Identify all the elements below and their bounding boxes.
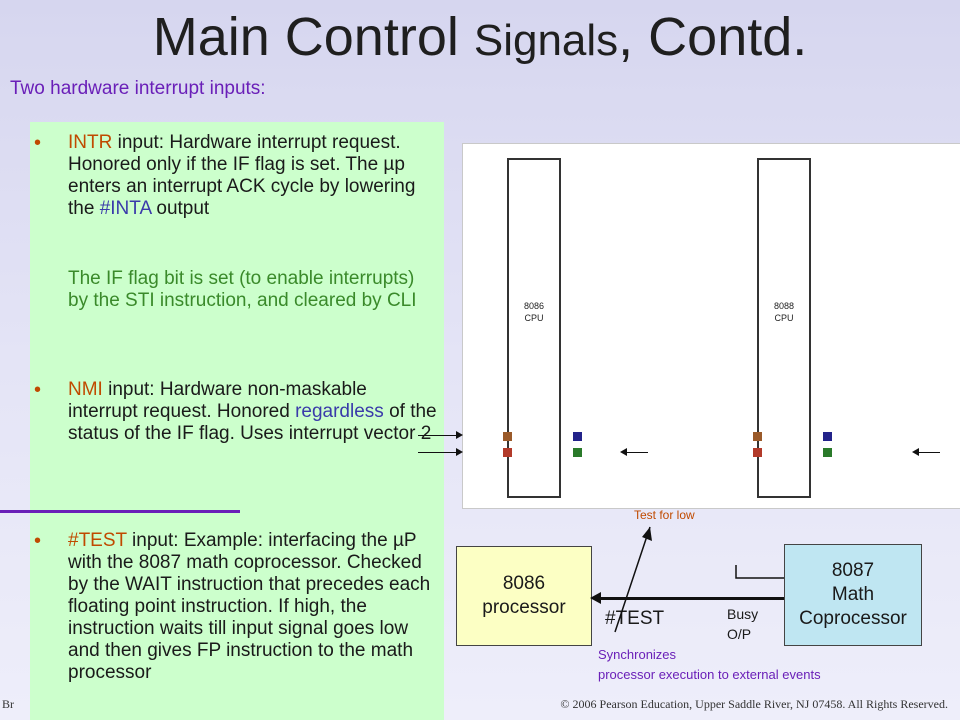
- bullet-dot: •: [34, 379, 42, 401]
- busy-signal-arrowhead: [590, 592, 601, 604]
- busy-connector: [735, 565, 784, 579]
- chip-8088: 8088 CPU: [757, 158, 811, 498]
- test-arrow-8088-head: [912, 448, 919, 456]
- nmi-name: NMI: [68, 379, 103, 400]
- chip-8086-label: 8086 CPU: [509, 300, 559, 324]
- busy-line2: O/P: [727, 626, 752, 642]
- proc-8086-line2: processor: [482, 597, 566, 618]
- intr-text-1: input: Hardware interrupt request. Honor…: [68, 132, 401, 175]
- bullet-test-text: #TEST input: Example: interfacing the µP…: [68, 530, 438, 684]
- intr-marker-8086: [503, 448, 512, 457]
- intr-arrow-head: [456, 448, 463, 456]
- title-part-main: Main Control: [152, 7, 474, 67]
- test-for-low-pointer-head: [642, 527, 652, 541]
- chip-8086-name: 8086: [523, 301, 545, 311]
- proc-8087-line2: Math: [831, 584, 875, 605]
- test-arrow-8086-head: [620, 448, 627, 456]
- test-text-2: P with the 8087 math coprocessor. Checke…: [68, 530, 431, 683]
- busy-line1: Busy: [727, 606, 759, 622]
- sync-line1: Synchronizes: [598, 647, 677, 662]
- bullet-nmi-text: NMI input: Hardware non-maskable interru…: [68, 379, 438, 445]
- chip-8088-label: 8088 CPU: [759, 300, 809, 324]
- slide-title: Main Control Signals, Contd.: [0, 6, 960, 68]
- test-signal-label: #TEST: [605, 608, 665, 629]
- inta-marker-8088: [823, 432, 832, 441]
- nmi-marker-8086: [503, 432, 512, 441]
- footer-left: Br: [2, 697, 14, 711]
- nmi-text-2: of the status of the IF flag. Uses inter…: [68, 401, 437, 444]
- intr-name: INTR: [68, 132, 113, 153]
- sync-caption: Synchronizes processor execution to exte…: [598, 645, 821, 685]
- bullet-intr-text: INTR input: Hardware interrupt request. …: [68, 132, 438, 220]
- busy-output-label: Busy O/P: [727, 604, 758, 644]
- test-name: #TEST: [68, 530, 127, 551]
- proc-8086-line1: 8086: [502, 573, 546, 594]
- chip-8088-name: 8088: [773, 301, 795, 311]
- nmi-arrow: [418, 435, 460, 436]
- mu-symbol: µ: [392, 530, 404, 551]
- coprocessor-8087-box: 8087 Math Coprocessor: [784, 544, 922, 646]
- intr-arrow: [418, 452, 460, 453]
- section-divider: [0, 510, 240, 513]
- proc-8087-line1: 8087: [831, 560, 875, 581]
- pinout-diagram: 8086 CPU 8088 CPU: [462, 143, 960, 509]
- intr-marker-8088: [753, 448, 762, 457]
- sync-line2: processor execution to external events: [598, 667, 821, 682]
- title-part-contd: , Contd.: [618, 7, 808, 67]
- test-for-low-label: Test for low: [634, 508, 695, 522]
- busy-signal-line: [600, 597, 784, 600]
- slide-subtitle: Two hardware interrupt inputs:: [10, 78, 266, 99]
- intr-text-2: p enters an interrupt ACK cycle by lower…: [68, 154, 416, 219]
- chip-8088-sub: CPU: [774, 313, 794, 323]
- test-text-1: input: Example: interfacing the: [126, 530, 393, 551]
- bullet-dot: •: [34, 530, 42, 552]
- nmi-arrow-head: [456, 431, 463, 439]
- if-note-text: The IF flag bit is set (to enable interr…: [68, 268, 417, 311]
- test-arrow-8086: [626, 452, 648, 453]
- chip-8086: 8086 CPU: [507, 158, 561, 498]
- nmi-marker-8088: [753, 432, 762, 441]
- inta-marker-8086: [573, 432, 582, 441]
- test-marker-8086: [573, 448, 582, 457]
- mu-symbol: µ: [383, 154, 395, 175]
- chip-8086-sub: CPU: [524, 313, 544, 323]
- footer-copyright: © 2006 Pearson Education, Upper Saddle R…: [560, 697, 948, 711]
- title-part-signals: Signals: [473, 16, 619, 65]
- test-arrow-8088: [918, 452, 940, 453]
- bullet-dot: •: [34, 132, 42, 154]
- regardless-word: regardless: [295, 401, 384, 422]
- test-marker-8088: [823, 448, 832, 457]
- bullet-box: • INTR input: Hardware interrupt request…: [30, 122, 444, 720]
- proc-8087-line3: Coprocessor: [799, 608, 907, 629]
- intr-text-3: output: [151, 198, 210, 219]
- inta-signal: #INTA: [99, 198, 152, 219]
- processor-8086-box: 8086 processor: [456, 546, 592, 646]
- nmi-text-1: input: Hardware non-maskable interrupt r…: [68, 379, 367, 422]
